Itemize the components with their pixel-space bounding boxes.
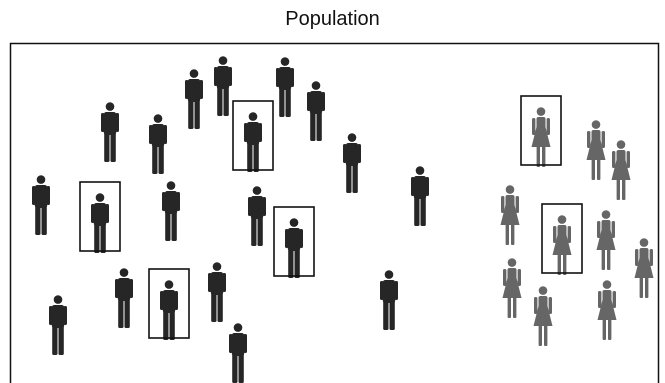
female-person-icon: [597, 280, 617, 340]
male-person-icon: [411, 166, 429, 226]
male-person-icon: [285, 218, 303, 278]
male-person-icon: [248, 186, 266, 246]
female-person-icon: [634, 238, 654, 298]
diagram-title: Population: [285, 8, 380, 30]
selection-boxes: [79, 95, 583, 339]
male-person-icon: [115, 268, 133, 328]
population-frame: [9, 42, 660, 383]
male-person-icon: [307, 81, 325, 141]
male-person-icon: [214, 56, 232, 116]
male-person-icon: [91, 193, 109, 253]
female-person-icon: [531, 107, 551, 167]
male-person-icon: [185, 69, 203, 129]
male-person-icon: [49, 295, 67, 355]
selected-male-box: [79, 181, 121, 252]
female-person-icon: [611, 140, 631, 200]
male-person-icon: [101, 102, 119, 162]
male-person-icon: [160, 280, 178, 340]
male-person-icon: [208, 262, 226, 322]
male-person-icon: [162, 181, 180, 241]
female-person-icon: [552, 215, 572, 275]
selected-female-box: [541, 203, 583, 274]
male-person-icon: [149, 114, 167, 174]
male-person-icon: [343, 133, 361, 193]
male-person-icon: [32, 175, 50, 235]
female-person-icon: [596, 210, 616, 270]
male-person-icon: [229, 323, 247, 383]
female-person-icon: [586, 120, 606, 180]
male-person-icon: [276, 57, 294, 117]
female-person-icon: [502, 258, 522, 318]
selected-male-box: [232, 100, 274, 171]
selected-male-box: [148, 268, 190, 339]
selected-female-box: [520, 95, 562, 166]
male-person-icon: [244, 112, 262, 172]
selected-male-box: [273, 206, 315, 277]
female-person-icon: [533, 286, 553, 346]
male-person-icon: [380, 270, 398, 330]
female-person-icon: [500, 185, 520, 245]
